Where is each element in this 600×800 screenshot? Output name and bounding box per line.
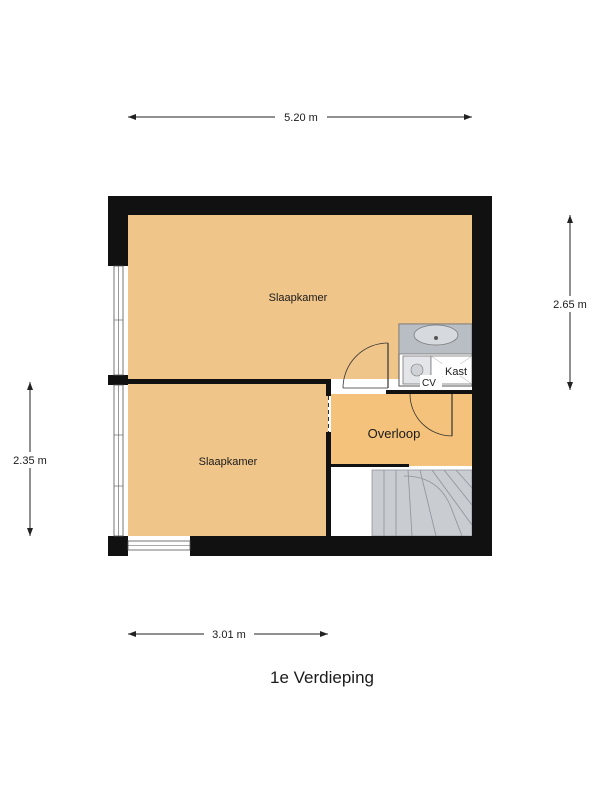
wall-bedroom-divider (128, 379, 330, 384)
wall-bath-bottom (386, 390, 472, 394)
bath-block: Kast CV (398, 323, 473, 389)
closet-label: Kast (445, 366, 467, 378)
dimension-bottom-label: 3.01 m (212, 629, 246, 641)
staircase (371, 469, 473, 537)
bedroom-2-floor (128, 384, 328, 536)
wall-divider-stub-top (326, 379, 331, 396)
dimension-bottom: 3.01 m (128, 626, 328, 642)
room-label-landing: Overloop (368, 426, 421, 441)
wall-left-bottom (108, 536, 128, 556)
room-label-bedroom-1: Slaapkamer (269, 292, 328, 304)
wall-bottom (190, 536, 492, 556)
wall-top (108, 196, 492, 215)
wall-stair-edge (331, 464, 409, 467)
window-left-upper (113, 265, 124, 376)
dimension-left: 2.35 m (6, 382, 54, 536)
dimension-left-label: 2.35 m (13, 455, 47, 467)
dimension-top-label: 5.20 m (284, 112, 318, 124)
door-bathroom (409, 393, 453, 437)
dimension-top: 5.20 m (128, 109, 472, 125)
cv-label: CV (422, 378, 436, 389)
dimension-right-label: 2.65 m (553, 299, 587, 311)
room-label-bedroom-2: Slaapkamer (199, 456, 258, 468)
wall-right (472, 196, 492, 556)
window-left-lower (113, 384, 124, 537)
door-bedroom-1 (342, 342, 389, 389)
walls (108, 196, 492, 556)
landing-floor (331, 394, 472, 466)
wall-divider-lower (326, 432, 331, 536)
wall-left-mid (108, 375, 128, 385)
floor-title: 1e Verdieping (270, 668, 374, 687)
window-bottom (127, 540, 191, 551)
wall-left-upper (108, 196, 128, 266)
dimension-right: 2.65 m (546, 215, 594, 390)
